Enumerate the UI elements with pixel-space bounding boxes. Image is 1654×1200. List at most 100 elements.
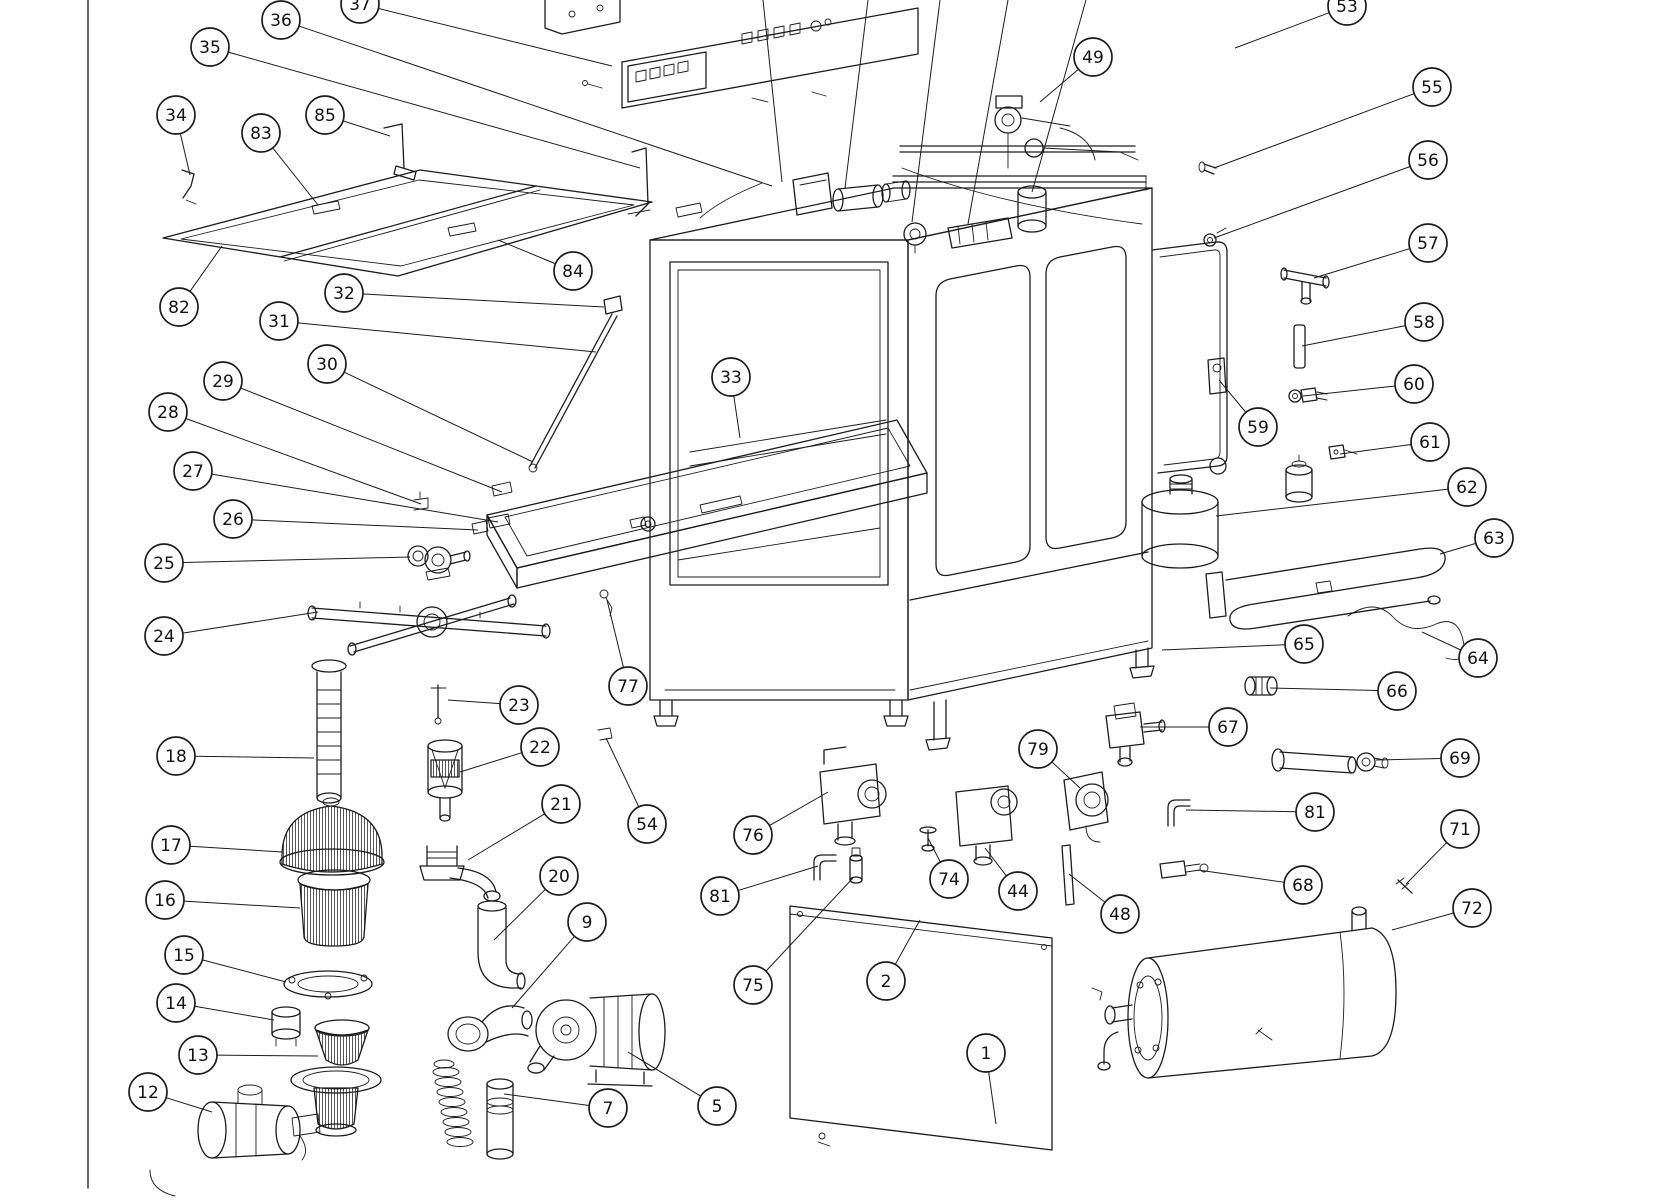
callout-81-35 [700, 876, 740, 916]
leader-line-7-31 [503, 1093, 590, 1106]
callout-number-69-58: 69 [1449, 749, 1471, 769]
leader-line-36-1 [298, 25, 773, 187]
callout-64-55 [1458, 638, 1498, 678]
callout-7-31 [588, 1088, 628, 1128]
callout-number-7-31: 7 [603, 1099, 614, 1119]
callout-number-37-0: 37 [349, 0, 371, 15]
leader-line-27-13 [211, 473, 499, 523]
drain-pump-assembly [149, 1084, 321, 1197]
callout-number-15-26: 15 [173, 946, 195, 966]
leader-line-18-23 [194, 755, 315, 759]
leader-line-24-16 [182, 611, 319, 634]
leader-line-59-50 [1218, 379, 1247, 413]
leader-line-68-61 [1197, 869, 1285, 883]
rinse-aid-container [1141, 474, 1219, 569]
callout-number-56-46: 56 [1417, 151, 1439, 171]
callout-number-83-5: 83 [250, 124, 272, 144]
leader-line-30-10 [343, 371, 534, 463]
callout-84-7 [553, 251, 593, 291]
callout-2-37 [866, 961, 906, 1001]
callout-number-33-33: 33 [720, 368, 742, 388]
callout-61-51 [1410, 422, 1450, 462]
callout-34-3 [156, 95, 196, 135]
callout-29-11 [203, 361, 243, 401]
leader-line-13-28 [216, 1054, 319, 1057]
callout-53-44 [1327, 0, 1367, 26]
leader-line-48-41 [1068, 873, 1106, 903]
leader-line-23-17 [447, 699, 501, 705]
callout-79-42 [1018, 729, 1058, 769]
callout-number-74-39: 74 [938, 870, 960, 890]
front-panel [789, 905, 1053, 1151]
leader-line-37-0 [378, 8, 613, 67]
callout-23-17 [499, 685, 539, 725]
callout-number-82-6: 82 [168, 298, 190, 318]
callout-number-48-41: 48 [1109, 905, 1131, 925]
leader-line-63-53 [1439, 542, 1476, 555]
callout-31-9 [259, 301, 299, 341]
leader-line-57-47 [1313, 248, 1410, 279]
callout-37-0 [340, 0, 380, 24]
callout-number-85-4: 85 [314, 106, 336, 126]
callout-number-54-20: 54 [636, 815, 658, 835]
callout-83-5 [241, 113, 281, 153]
callout-30-10 [307, 344, 347, 384]
callout-number-36-1: 36 [270, 11, 292, 31]
leader-line-15-26 [202, 959, 287, 983]
callout-number-55-45: 55 [1421, 78, 1443, 98]
thermostat-wire [1347, 606, 1465, 660]
callout-59-50 [1238, 407, 1278, 447]
callout-number-71-60: 71 [1449, 820, 1471, 840]
callout-71-60 [1440, 809, 1480, 849]
control-panel-assembly [544, 0, 919, 109]
callout-55-45 [1412, 67, 1452, 107]
boiler-assembly [1091, 906, 1397, 1079]
callout-number-12-29: 12 [137, 1083, 159, 1103]
leader-line-79-42 [1051, 761, 1081, 789]
callout-56-46 [1408, 140, 1448, 180]
callout-26-14 [213, 499, 253, 539]
callout-number-84-7: 84 [562, 262, 584, 282]
dosing-pumps [813, 746, 1109, 906]
callout-number-13-28: 13 [187, 1046, 209, 1066]
leader-line-81-59 [1185, 809, 1297, 813]
callout-number-29-11: 29 [212, 372, 234, 392]
callout-number-67-57: 67 [1217, 718, 1239, 738]
leader-line-33-33 [733, 395, 741, 439]
leader-line-44-40 [984, 847, 1007, 877]
callout-number-63-53: 63 [1483, 529, 1505, 549]
callout-81-59 [1295, 792, 1335, 832]
callout-15-26 [164, 935, 204, 975]
leader-line-58-48 [1301, 325, 1406, 347]
leader-line-84-7 [497, 239, 556, 265]
callout-44-40 [998, 871, 1038, 911]
callout-number-20-22: 20 [548, 867, 570, 887]
callout-82-6 [159, 287, 199, 327]
callout-5-32 [697, 1086, 737, 1126]
callout-number-35-2: 35 [199, 38, 221, 58]
leader-line-16-25 [183, 900, 301, 909]
callout-number-49-43: 49 [1082, 48, 1104, 68]
callout-number-18-23: 18 [165, 747, 187, 767]
filter-basket [299, 883, 369, 947]
callout-58-48 [1404, 302, 1444, 342]
leader-line-76-34 [769, 791, 829, 826]
callout-number-26-14: 26 [222, 510, 244, 530]
roof-components [627, 95, 1147, 254]
callout-number-9-30: 9 [582, 913, 593, 933]
leader-line-25-15 [182, 556, 411, 564]
callout-16-25 [145, 880, 185, 920]
callout-number-25-15: 25 [153, 554, 175, 574]
callout-number-30-10: 30 [316, 355, 338, 375]
leader-line-65-54 [1161, 644, 1286, 651]
leader-line-56-46 [1213, 166, 1411, 239]
callout-number-60-49: 60 [1403, 375, 1425, 395]
callout-22-19 [520, 727, 560, 767]
leader-line-28-12 [185, 418, 422, 505]
leader-line-64-55 [1421, 631, 1461, 651]
callout-33-33 [711, 357, 751, 397]
heating-element [1205, 547, 1465, 660]
callout-number-5-32: 5 [712, 1097, 723, 1117]
leader-line-49-43 [1039, 68, 1079, 103]
